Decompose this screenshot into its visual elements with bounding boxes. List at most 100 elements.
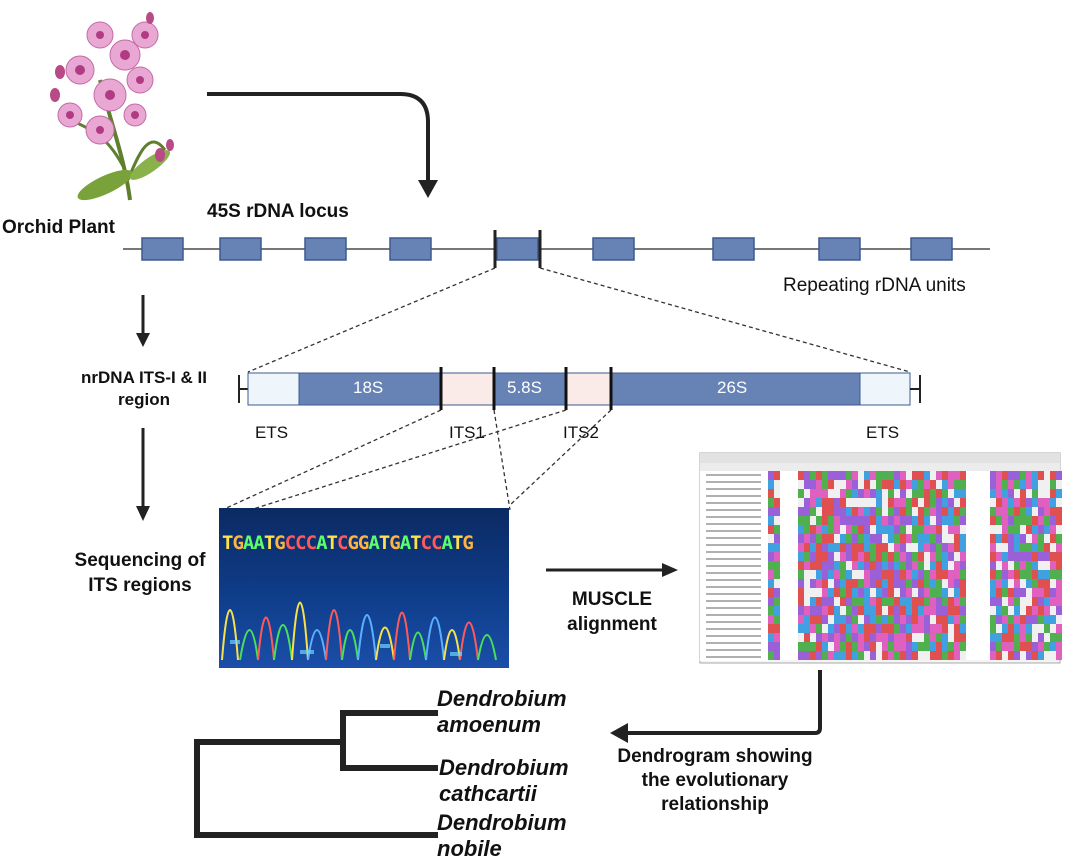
alignment-cell	[1044, 516, 1050, 525]
alignment-cell	[954, 516, 960, 525]
alignment-cell	[1044, 480, 1050, 489]
alignment-cell	[888, 597, 894, 606]
alignment-cell	[870, 624, 876, 633]
alignment-cell	[972, 624, 978, 633]
alignment-cell	[942, 525, 948, 534]
alignment-cell	[798, 633, 804, 642]
alignment-cell	[930, 570, 936, 579]
alignment-cell	[858, 489, 864, 498]
alignment-cell	[846, 651, 852, 660]
alignment-cell	[900, 597, 906, 606]
alignment-cell	[918, 615, 924, 624]
alignment-cell	[942, 579, 948, 588]
alignment-cell	[840, 570, 846, 579]
alignment-cell	[858, 642, 864, 651]
alignment-cell	[918, 597, 924, 606]
alignment-cell	[894, 606, 900, 615]
dendrogram	[194, 710, 438, 838]
alignment-cell	[774, 552, 780, 561]
alignment-cell	[1002, 534, 1008, 543]
alignment-cell	[972, 516, 978, 525]
alignment-cell	[804, 498, 810, 507]
species-epithet: cathcartii	[439, 781, 537, 806]
alignment-cell	[924, 534, 930, 543]
alignment-cell	[1056, 651, 1062, 660]
alignment-cell	[804, 633, 810, 642]
alignment-cell	[900, 642, 906, 651]
nrdna-region-label: nrDNA ITS-I & II region	[44, 367, 244, 411]
alignment-cell	[966, 624, 972, 633]
alignment-cell	[984, 552, 990, 561]
alignment-cell	[816, 642, 822, 651]
alignment-cell	[768, 615, 774, 624]
alignment-cell	[1020, 489, 1026, 498]
alignment-cell	[930, 516, 936, 525]
alignment-cell	[858, 471, 864, 480]
alignment-cell	[780, 606, 786, 615]
alignment-cell	[858, 588, 864, 597]
alignment-cell	[1044, 633, 1050, 642]
alignment-cell	[1020, 552, 1026, 561]
alignment-cell	[942, 498, 948, 507]
alignment-cell	[888, 543, 894, 552]
alignment-cell	[858, 552, 864, 561]
alignment-cell	[924, 615, 930, 624]
alignment-cell	[960, 651, 966, 660]
alignment-cell	[996, 498, 1002, 507]
alignment-cell	[810, 579, 816, 588]
alignment-cell	[960, 624, 966, 633]
alignment-cell	[792, 561, 798, 570]
alignment-cell	[810, 552, 816, 561]
alignment-cell	[924, 480, 930, 489]
alignment-cell	[798, 489, 804, 498]
alignment-cell	[936, 552, 942, 561]
alignment-cell	[924, 498, 930, 507]
alignment-cell	[792, 624, 798, 633]
alignment-cell	[954, 543, 960, 552]
alignment-cell	[960, 606, 966, 615]
alignment-cell	[1026, 570, 1032, 579]
alignment-cell	[906, 471, 912, 480]
alignment-cell	[972, 606, 978, 615]
alignment-cell	[870, 498, 876, 507]
alignment-cell	[792, 597, 798, 606]
alignment-cell	[1002, 552, 1008, 561]
alignment-cell	[822, 642, 828, 651]
alignment-cell	[882, 642, 888, 651]
alignment-cell	[792, 543, 798, 552]
alignment-cell	[954, 489, 960, 498]
sequence-base: C	[420, 532, 432, 554]
alignment-cell	[780, 534, 786, 543]
alignment-cell	[882, 534, 888, 543]
alignment-cell	[768, 624, 774, 633]
alignment-cell	[810, 642, 816, 651]
alignment-cell	[930, 588, 936, 597]
alignment-cell	[960, 507, 966, 516]
alignment-cell	[1008, 525, 1014, 534]
alignment-cell	[804, 552, 810, 561]
alignment-cell	[852, 534, 858, 543]
alignment-cell	[1056, 624, 1062, 633]
alignment-cell	[822, 525, 828, 534]
alignment-cell	[834, 624, 840, 633]
alignment-cell	[966, 498, 972, 507]
alignment-cell	[900, 552, 906, 561]
alignment-cell	[1050, 543, 1056, 552]
alignment-cell	[888, 579, 894, 588]
alignment-cell	[1008, 534, 1014, 543]
alignment-cell	[804, 579, 810, 588]
alignment-cell	[786, 552, 792, 561]
alignment-cell	[822, 633, 828, 642]
alignment-cell	[1002, 498, 1008, 507]
alignment-cell	[966, 615, 972, 624]
alignment-cell	[846, 471, 852, 480]
alignment-cell	[804, 615, 810, 624]
alignment-cell	[822, 534, 828, 543]
alignment-cell	[864, 543, 870, 552]
alignment-cell	[912, 651, 918, 660]
alignment-cell	[774, 534, 780, 543]
alignment-cell	[924, 624, 930, 633]
alignment-cell	[936, 489, 942, 498]
alignment-cell	[990, 561, 996, 570]
alignment-cell	[1002, 471, 1008, 480]
